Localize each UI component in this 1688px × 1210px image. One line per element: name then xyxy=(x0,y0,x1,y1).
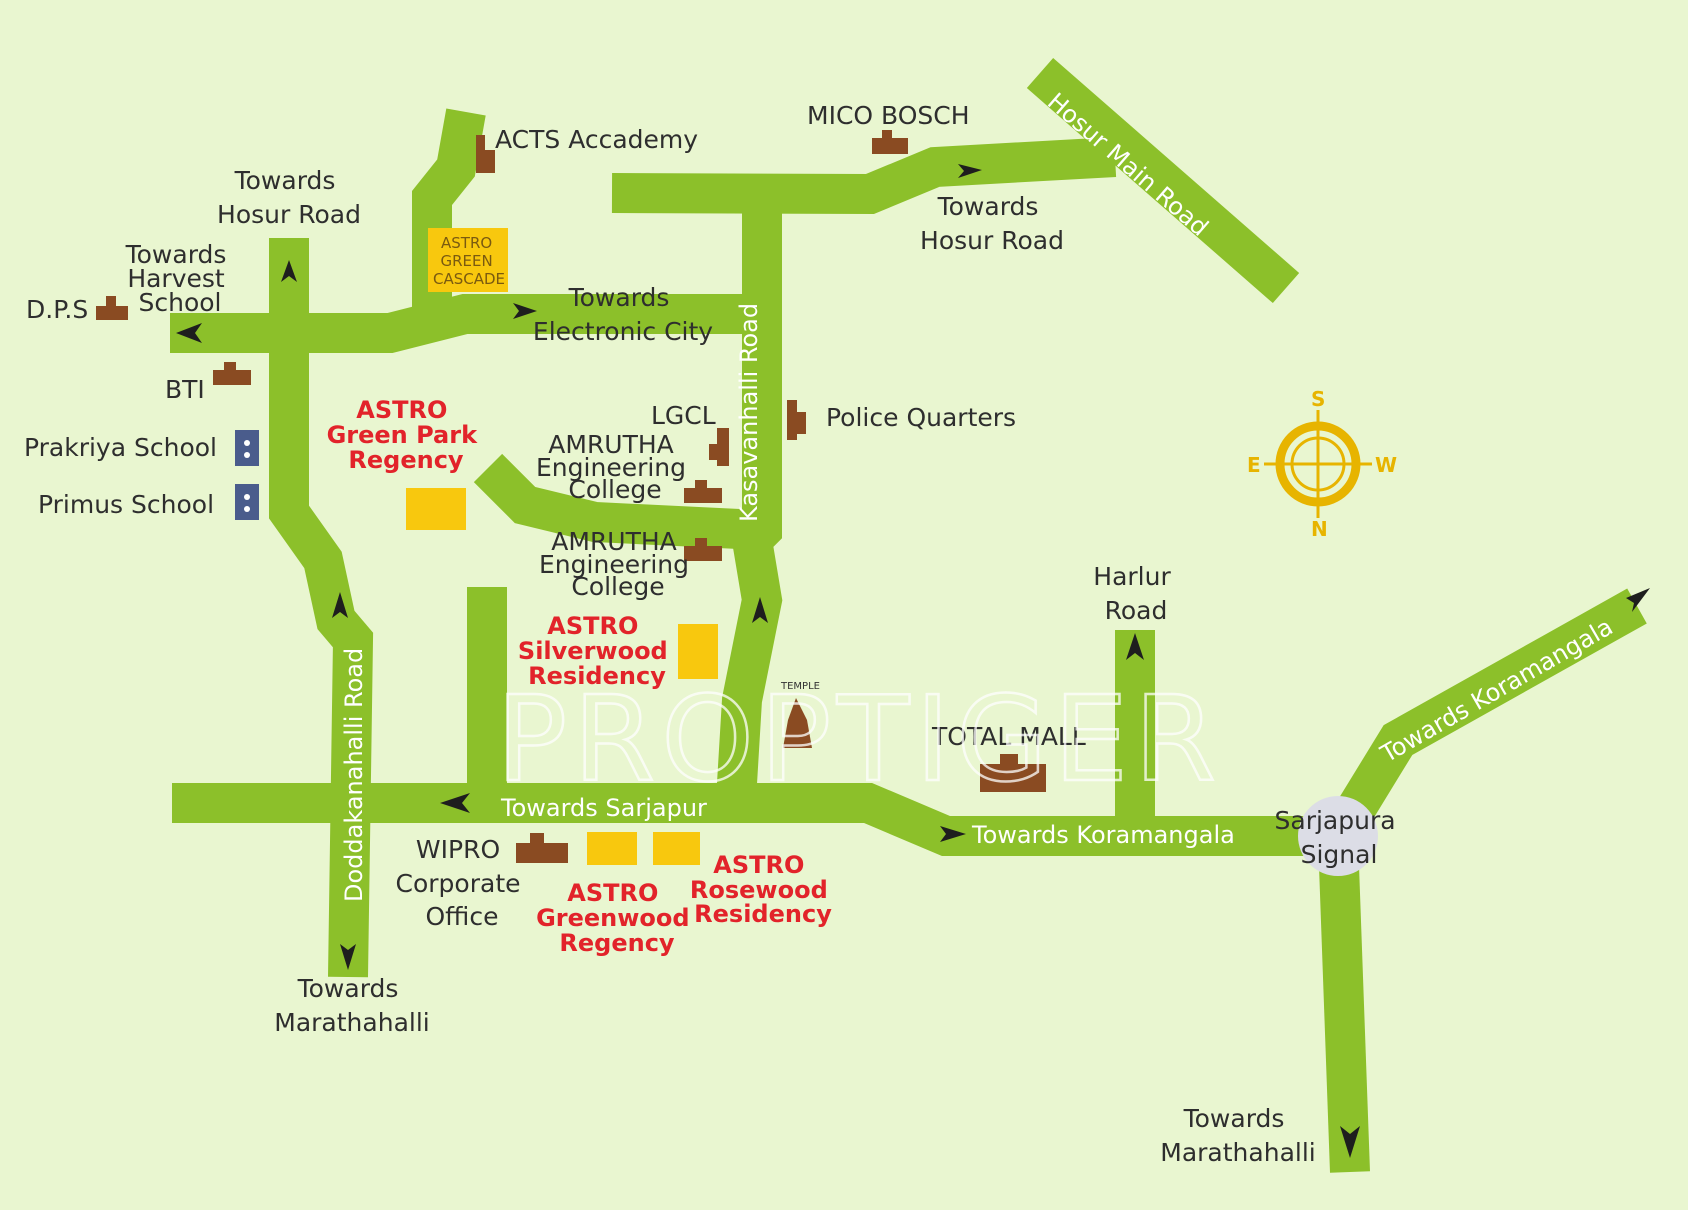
road-amrutha-branch xyxy=(473,453,761,550)
arrow-out-koramangala xyxy=(1626,588,1650,612)
direction-arrows xyxy=(176,164,1650,1158)
label-police-quarters: Police Quarters xyxy=(826,403,1016,432)
label-amrutha-college-1: AMRUTHA Engineering College xyxy=(536,430,694,504)
building-icon-amrutha-1 xyxy=(684,480,722,503)
building-icon-dps xyxy=(96,296,128,320)
label-wipro-office: WIPRO Corporate Office xyxy=(396,835,529,931)
building-icon-police xyxy=(787,400,806,440)
temple-icon xyxy=(783,698,812,748)
school-icon-primus xyxy=(235,484,259,520)
label-harlur-road: Harlur Road xyxy=(1093,562,1178,625)
arrow-up-kasavanhalli xyxy=(752,597,768,623)
road-kasavanhalli xyxy=(716,210,783,802)
label-temple: TEMPLE xyxy=(780,681,820,692)
plot-astro-green-cascade xyxy=(428,228,508,292)
label-doddakanahalli-road: Doddakanahalli Road xyxy=(340,648,368,902)
arrow-down-marathahalli-left xyxy=(340,944,356,970)
compass-label-east: E xyxy=(1247,453,1261,477)
label-towards-marathahalli-right: Towards Marathahalli xyxy=(1160,1104,1315,1167)
label-prakriya-school: Prakriya School xyxy=(24,433,217,462)
arrow-up-hosur-left xyxy=(281,260,297,282)
label-astro-silverwood: ASTRO Silverwood Residency xyxy=(518,612,676,690)
label-astro-greenwood: ASTRO Greenwood Regency xyxy=(536,879,698,957)
building-icon-total-mall xyxy=(980,754,1046,792)
building-icon-lgcl xyxy=(709,428,729,466)
compass-label-south: S xyxy=(1311,387,1325,411)
plot-astro-rosewood xyxy=(653,832,700,865)
label-amrutha-college-2: AMRUTHA Engineering College xyxy=(539,527,697,601)
arrow-left-harvest xyxy=(176,323,202,343)
building-icon-amrutha-2 xyxy=(684,538,722,561)
arrow-left-sarjapur xyxy=(440,793,470,813)
label-kasavanhalli-road: Kasavanhalli Road xyxy=(735,303,763,522)
sarjapura-signal-junction xyxy=(1298,796,1378,876)
label-dps: D.P.S xyxy=(26,295,88,324)
school-icon-prakriya xyxy=(235,430,259,466)
label-towards-hosur-road-left: Towards Hosur Road xyxy=(217,166,361,229)
arrow-right-koramangala xyxy=(940,826,966,842)
label-astro-green-park: ASTRO Green Park Regency xyxy=(327,396,486,474)
plot-astro-silverwood xyxy=(678,624,718,679)
arrow-up-harlur xyxy=(1126,633,1144,660)
arrow-right-hosur xyxy=(958,164,982,178)
road-hosur-left xyxy=(269,238,374,978)
label-acts-accademy: ACTS Accademy xyxy=(495,125,698,154)
label-towards-electronic-city: Towards Electronic City xyxy=(533,283,713,346)
label-towards-harvest-school: Towards Harvest School xyxy=(125,240,235,317)
road-network xyxy=(170,57,1647,1173)
arrow-down-marathahalli-right xyxy=(1340,1126,1360,1158)
plot-astro-green-park xyxy=(406,488,466,530)
compass-label-west: W xyxy=(1375,453,1397,477)
road-marathahalli-right xyxy=(1318,837,1370,1173)
label-towards-sarjapur: Towards Sarjapur xyxy=(500,794,707,822)
building-icon-acts xyxy=(476,135,495,173)
label-sarjapura-signal: Sarjapura Signal xyxy=(1275,806,1404,869)
label-astro-rosewood: ASTRO Rosewood Residency xyxy=(690,851,836,928)
label-towards-koramangala-2: Towards Koramangala xyxy=(1375,613,1617,769)
label-mico-bosch: MICO BOSCH xyxy=(807,101,970,130)
building-icon-bti xyxy=(213,362,251,385)
building-icon-mico xyxy=(872,130,908,154)
road-hosur-main xyxy=(1026,57,1300,304)
arrow-right-electronic-city xyxy=(513,303,537,319)
label-towards-marathahalli-left: Towards Marathahalli xyxy=(274,974,429,1037)
label-lgcl: LGCL xyxy=(651,401,716,430)
label-towards-koramangala-1: Towards Koramangala xyxy=(971,821,1235,849)
arrow-up-doddakanahalli xyxy=(332,592,348,618)
road-mico-bosch xyxy=(611,137,1117,215)
label-bti: BTI xyxy=(165,375,205,404)
label-astro-green-cascade: ASTRO GREEN CASCADE xyxy=(433,234,505,288)
compass-icon xyxy=(1264,410,1372,518)
compass-label-north: N xyxy=(1311,517,1328,541)
label-total-mall: TOTAL MALL xyxy=(931,722,1086,751)
building-icon-wipro xyxy=(516,833,568,863)
label-towards-hosur-road-top: Towards Hosur Road xyxy=(920,192,1064,255)
watermark: PROPTIGER xyxy=(496,670,1222,808)
label-primus-school: Primus School xyxy=(38,490,214,519)
plot-astro-greenwood xyxy=(587,832,637,865)
